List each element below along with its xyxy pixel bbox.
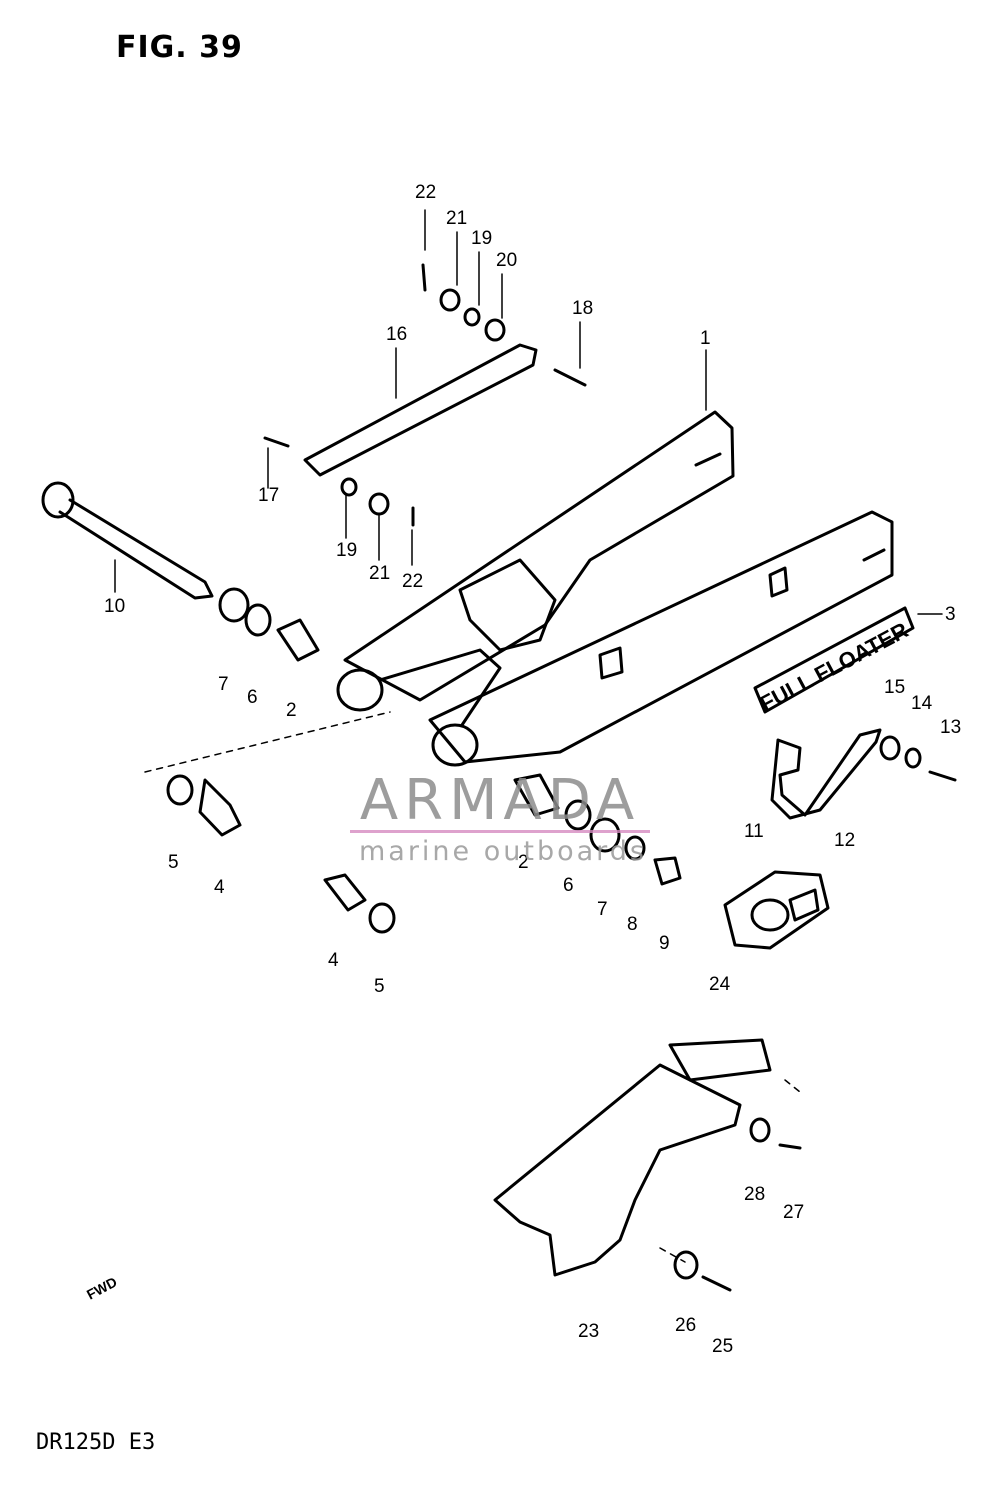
callout-1: 1 [700,328,711,349]
tie-rod-part [303,343,538,477]
callout-13: 13 [940,717,961,738]
callout-27: 27 [783,1202,804,1223]
callout-19: 19 [336,540,357,561]
callout-19: 19 [471,228,492,249]
callout-22: 22 [415,182,436,203]
callout-12: 12 [834,830,855,851]
pivot-bolt-part [41,481,214,600]
callout-6: 6 [563,875,574,896]
callout-18: 18 [572,298,593,319]
full-floater-decal-text: FULL FLOATER [756,617,913,716]
callout-23: 23 [578,1321,599,1342]
callout-9: 9 [659,933,670,954]
callout-5: 5 [168,852,179,873]
callout-17: 17 [258,485,279,506]
callout-11: 11 [744,821,764,842]
callout-8: 8 [627,914,638,935]
callout-2: 2 [286,700,297,721]
callout-26: 26 [675,1315,696,1336]
callout-7: 7 [218,674,229,695]
swingarm-part [336,410,894,767]
callout-3: 3 [945,604,956,625]
callout-25: 25 [712,1336,733,1357]
callout-20: 20 [496,250,517,271]
watermark-accent-line [350,830,650,833]
callout-16: 16 [386,324,407,345]
callout-2: 2 [518,852,529,873]
callout-7: 7 [597,899,608,920]
callout-21: 21 [369,563,390,584]
watermark-tagline: marine outboards [358,836,647,867]
callout-14: 14 [911,693,933,714]
model-code: DR125D E3 [36,1430,156,1455]
callout-24: 24 [709,974,731,995]
callout-4: 4 [328,950,339,971]
chain-case-part [493,1038,772,1277]
callout-5: 5 [374,976,385,997]
callout-22: 22 [402,571,423,592]
callout-10: 10 [104,596,125,617]
figure-title: FIG. 39 [116,30,243,65]
small-parts [166,263,957,1292]
callout-15: 15 [884,677,905,698]
callout-28: 28 [744,1184,765,1205]
leader-lines [114,209,943,615]
decal-part [753,606,915,714]
callout-21: 21 [446,208,467,229]
callout-6: 6 [247,687,258,708]
callout-4: 4 [214,877,225,898]
bracket-part [770,728,882,820]
chain-guard-part [723,870,830,950]
assembly-lines [144,711,801,1263]
fwd-arrow-label: FWD [84,1274,120,1303]
watermark-brand: ARMADA [359,768,641,833]
